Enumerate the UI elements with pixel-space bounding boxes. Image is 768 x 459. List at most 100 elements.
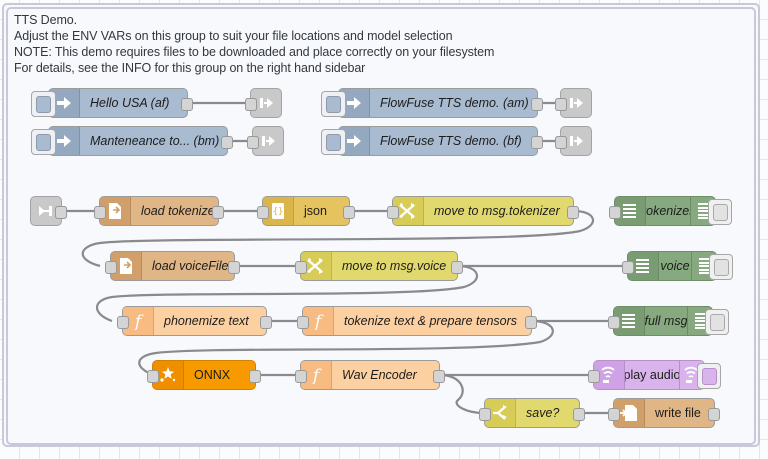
node-move-to-tokenizer[interactable]: move to msg.tokenizer xyxy=(387,196,579,226)
group-comment-text: TTS Demo. Adjust the ENV VARs on this gr… xyxy=(14,13,495,75)
node-input-port[interactable] xyxy=(295,261,307,274)
node-move-to-voice[interactable]: move to msg.voice xyxy=(295,251,463,281)
node-play-audio[interactable]: play audio xyxy=(588,360,721,390)
node-output-port[interactable] xyxy=(567,206,579,219)
node-output-port[interactable] xyxy=(451,261,463,274)
glyph xyxy=(684,366,698,383)
node-output-port[interactable] xyxy=(531,136,543,149)
node-input-port[interactable] xyxy=(245,98,257,111)
node-output-port[interactable] xyxy=(228,261,240,274)
glyph xyxy=(39,206,52,216)
node-input-port[interactable] xyxy=(387,206,399,219)
node-inject-hello-usa[interactable]: Hello USA (af) xyxy=(31,88,193,118)
node-write-file[interactable]: write file xyxy=(608,398,720,428)
node-label-debug-tokenizer: tokenizer xyxy=(646,204,690,218)
node-input-port[interactable] xyxy=(555,98,567,111)
node-input-port[interactable] xyxy=(608,408,620,421)
node-output-port[interactable] xyxy=(573,408,585,421)
node-output-port[interactable] xyxy=(525,316,537,329)
inject-trigger-button[interactable] xyxy=(31,129,56,155)
node-output-port[interactable] xyxy=(433,370,445,383)
node-inject-ff-am[interactable]: FlowFuse TTS demo. (am) xyxy=(321,88,543,118)
node-inject-maintenance[interactable]: Manteneance to... (bm) xyxy=(31,126,233,156)
node-input-port[interactable] xyxy=(105,261,117,274)
glyph xyxy=(160,367,176,382)
node-label-load-tokenizer: load tokenizer xyxy=(141,204,218,218)
node-label-debug-voice: voice xyxy=(660,259,690,273)
inject-trigger-button[interactable] xyxy=(321,129,346,155)
node-linkout-3[interactable] xyxy=(555,88,592,118)
speaker-icon xyxy=(679,361,704,389)
node-output-port[interactable] xyxy=(531,98,543,111)
glyph xyxy=(260,98,273,108)
node-inject-ff-bf[interactable]: FlowFuse TTS demo. (bf) xyxy=(321,126,543,156)
node-load-tokenizer[interactable]: load tokenizer xyxy=(94,196,224,226)
node-debug-voice[interactable]: voice xyxy=(622,251,733,281)
node-debug-full-msg[interactable]: full msg xyxy=(608,306,729,336)
node-input-port[interactable] xyxy=(94,206,106,219)
switch-icon xyxy=(485,399,516,427)
debug-bars-icon xyxy=(690,197,715,225)
glyph xyxy=(57,135,71,147)
magic-wand-icon xyxy=(153,361,184,389)
node-linkout-4[interactable] xyxy=(555,126,592,156)
inject-trigger-button[interactable] xyxy=(321,91,346,117)
glyph: f xyxy=(313,312,324,330)
node-output-port[interactable] xyxy=(55,206,67,219)
node-linkin-1[interactable] xyxy=(30,196,67,226)
inject-trigger-button[interactable] xyxy=(31,91,56,117)
audio-toggle-button[interactable] xyxy=(697,363,721,389)
node-output-port[interactable] xyxy=(708,408,720,421)
svg-text:f: f xyxy=(313,312,324,330)
node-output-port[interactable] xyxy=(249,370,261,383)
glyph xyxy=(636,259,649,273)
node-linkout-1[interactable] xyxy=(245,88,282,118)
glyph xyxy=(623,204,636,218)
node-input-port[interactable] xyxy=(588,370,600,383)
node-output-port[interactable] xyxy=(212,206,224,219)
debug-toggle-button[interactable] xyxy=(705,309,729,335)
node-input-port[interactable] xyxy=(297,316,309,329)
debug-bars-icon xyxy=(691,252,716,280)
node-input-port[interactable] xyxy=(622,261,634,274)
node-onnx[interactable]: ONNX xyxy=(147,360,261,390)
node-input-port[interactable] xyxy=(147,370,159,383)
node-label-tokenize-tensors: tokenize text & prepare tensors xyxy=(344,314,518,328)
node-input-port[interactable] xyxy=(247,136,259,149)
node-label-phonemize-text: phonemize text xyxy=(164,314,249,328)
node-phonemize-text[interactable]: f phonemize text xyxy=(117,306,272,336)
node-load-voicefile[interactable]: load voiceFile xyxy=(105,251,240,281)
node-debug-tokenizer[interactable]: tokenizer xyxy=(609,196,732,226)
debug-toggle-button[interactable] xyxy=(708,199,732,225)
node-output-port[interactable] xyxy=(221,136,233,149)
node-input-port[interactable] xyxy=(555,136,567,149)
glyph xyxy=(109,203,121,219)
node-input-port[interactable] xyxy=(479,408,491,421)
glyph xyxy=(570,98,583,108)
node-label-wav-encoder: Wav Encoder xyxy=(342,368,417,382)
glyph: {} xyxy=(272,203,284,219)
node-input-port[interactable] xyxy=(295,370,307,383)
node-input-port[interactable] xyxy=(117,316,129,329)
inject-knob xyxy=(326,95,341,113)
node-label-inject-maintenance: Manteneance to... (bm) xyxy=(90,134,220,148)
node-save-switch[interactable]: save? xyxy=(479,398,585,428)
node-output-port[interactable] xyxy=(260,316,272,329)
node-label-move-to-voice: move to msg.voice xyxy=(342,259,447,273)
node-json-1[interactable]: {}json xyxy=(257,196,355,226)
node-input-port[interactable] xyxy=(608,316,620,329)
debug-toggle-knob xyxy=(713,258,729,276)
node-linkout-2[interactable] xyxy=(247,126,284,156)
debug-toggle-button[interactable] xyxy=(709,254,733,280)
node-output-port[interactable] xyxy=(343,206,355,219)
node-tokenize-tensors[interactable]: f tokenize text & prepare tensors xyxy=(297,306,537,336)
node-input-port[interactable] xyxy=(257,206,269,219)
glyph xyxy=(493,405,507,420)
node-label-move-to-tokenizer: move to msg.tokenizer xyxy=(434,204,560,218)
glyph xyxy=(347,97,361,109)
node-output-port[interactable] xyxy=(181,98,193,111)
svg-text:f: f xyxy=(133,312,144,330)
node-input-port[interactable] xyxy=(609,206,621,219)
